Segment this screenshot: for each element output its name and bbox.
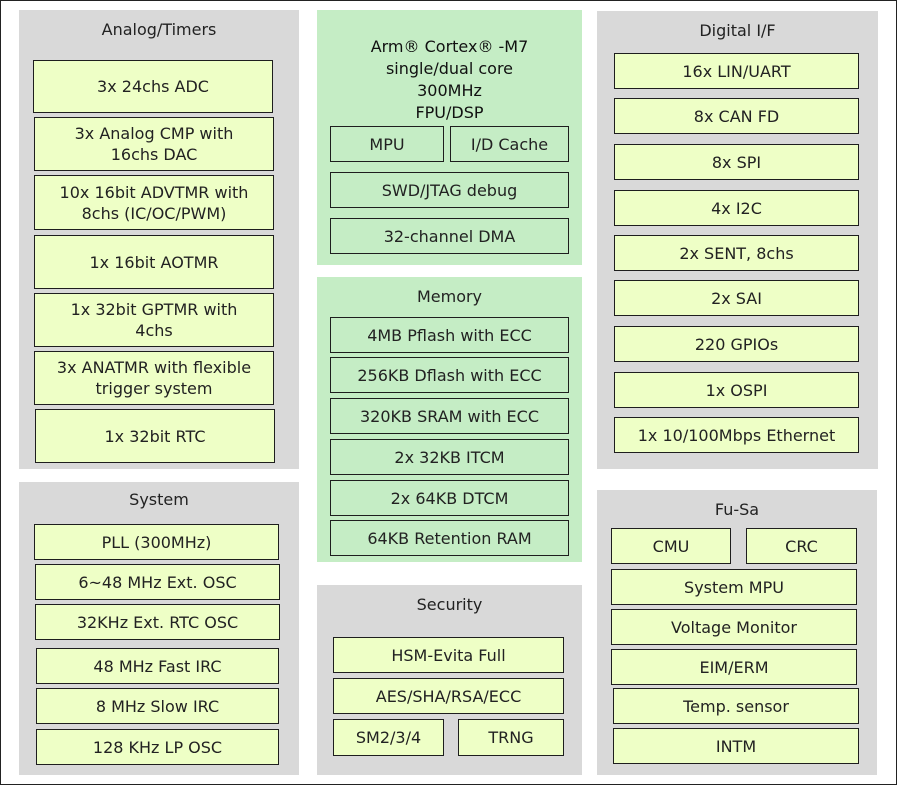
can-fd-block: 8x CAN FD: [614, 98, 859, 134]
trng-block: TRNG: [458, 719, 564, 756]
cache-block: I/D Cache: [450, 126, 569, 162]
cortex-m7-title: Arm® Cortex® -M7 single/dual core 300MHz…: [317, 36, 582, 124]
memory-panel: Memory 4MB Pflash with ECC 256KB Dflash …: [317, 277, 582, 562]
advtmr-block: 10x 16bit ADVTMR with 8chs (IC/OC/PWM): [34, 175, 274, 230]
intm-block: INTM: [613, 728, 859, 764]
hsm-block: HSM-Evita Full: [333, 637, 564, 673]
system-title: System: [129, 490, 189, 509]
digital-if-title: Digital I/F: [699, 21, 776, 40]
pflash-block: 4MB Pflash with ECC: [330, 317, 569, 353]
eim-erm-block: EIM/ERM: [611, 649, 857, 685]
sent-block: 2x SENT, 8chs: [614, 235, 859, 271]
spi-block: 8x SPI: [614, 144, 859, 180]
core-title-line-1: Arm® Cortex® -M7: [370, 37, 529, 56]
memory-title: Memory: [416, 287, 483, 306]
core-title-line-3: 300MHz: [417, 81, 482, 100]
gptmr-block: 1x 32bit GPTMR with 4chs: [34, 293, 274, 347]
lp-osc-block: 128 KHz LP OSC: [36, 729, 279, 765]
fusa-title: Fu-Sa: [714, 500, 760, 519]
ospi-block: 1x OSPI: [614, 372, 859, 408]
system-mpu-block: System MPU: [611, 569, 857, 605]
rtc-block: 1x 32bit RTC: [35, 409, 275, 463]
fusa-panel: Fu-Sa CMU CRC System MPU Voltage Monitor…: [597, 490, 877, 775]
analog-timers-title: Analog/Timers: [101, 20, 217, 39]
analog-timers-panel: Analog/Timers 3x 24chs ADC 3x Analog CMP…: [19, 10, 299, 469]
aotmr-block: 1x 16bit AOTMR: [34, 235, 274, 289]
pll-block: PLL (300MHz): [34, 524, 279, 560]
debug-block: SWD/JTAG debug: [330, 172, 569, 208]
analog-cmp-block: 3x Analog CMP with 16chs DAC: [34, 117, 274, 171]
gpio-block: 220 GPIOs: [614, 326, 859, 362]
retention-ram-block: 64KB Retention RAM: [330, 520, 569, 556]
temp-sensor-block: Temp. sensor: [613, 688, 859, 724]
sm-block: SM2/3/4: [333, 719, 444, 756]
dma-block: 32-channel DMA: [330, 218, 569, 254]
ethernet-block: 1x 10/100Mbps Ethernet: [614, 417, 859, 453]
cmu-block: CMU: [611, 528, 731, 564]
ext-osc-block: 6~48 MHz Ext. OSC: [35, 564, 280, 600]
voltage-monitor-block: Voltage Monitor: [611, 609, 857, 645]
digital-if-panel: Digital I/F 16x LIN/UART 8x CAN FD 8x SP…: [597, 11, 878, 469]
itcm-block: 2x 32KB ITCM: [330, 439, 569, 475]
mpu-block: MPU: [330, 126, 444, 162]
crc-block: CRC: [746, 528, 857, 564]
security-title: Security: [416, 595, 483, 614]
lin-uart-block: 16x LIN/UART: [614, 53, 859, 89]
anatmr-block: 3x ANATMR with flexible trigger system: [34, 351, 274, 405]
fast-irc-block: 48 MHz Fast IRC: [36, 648, 279, 684]
system-panel: System PLL (300MHz) 6~48 MHz Ext. OSC 32…: [19, 482, 299, 775]
dtcm-block: 2x 64KB DTCM: [330, 480, 569, 516]
adc-block: 3x 24chs ADC: [33, 60, 273, 113]
core-title-line-4: FPU/DSP: [415, 103, 484, 122]
slow-irc-block: 8 MHz Slow IRC: [36, 688, 279, 724]
sai-block: 2x SAI: [614, 280, 859, 316]
core-title-line-2: single/dual core: [385, 59, 514, 78]
dflash-block: 256KB Dflash with ECC: [330, 357, 569, 393]
crypto-block: AES/SHA/RSA/ECC: [333, 678, 564, 714]
i2c-block: 4x I2C: [614, 190, 859, 226]
sram-block: 320KB SRAM with ECC: [330, 398, 569, 434]
cortex-m7-panel: Arm® Cortex® -M7 single/dual core 300MHz…: [317, 10, 582, 265]
rtc-osc-block: 32KHz Ext. RTC OSC: [35, 604, 280, 640]
security-panel: Security HSM-Evita Full AES/SHA/RSA/ECC …: [317, 585, 582, 775]
